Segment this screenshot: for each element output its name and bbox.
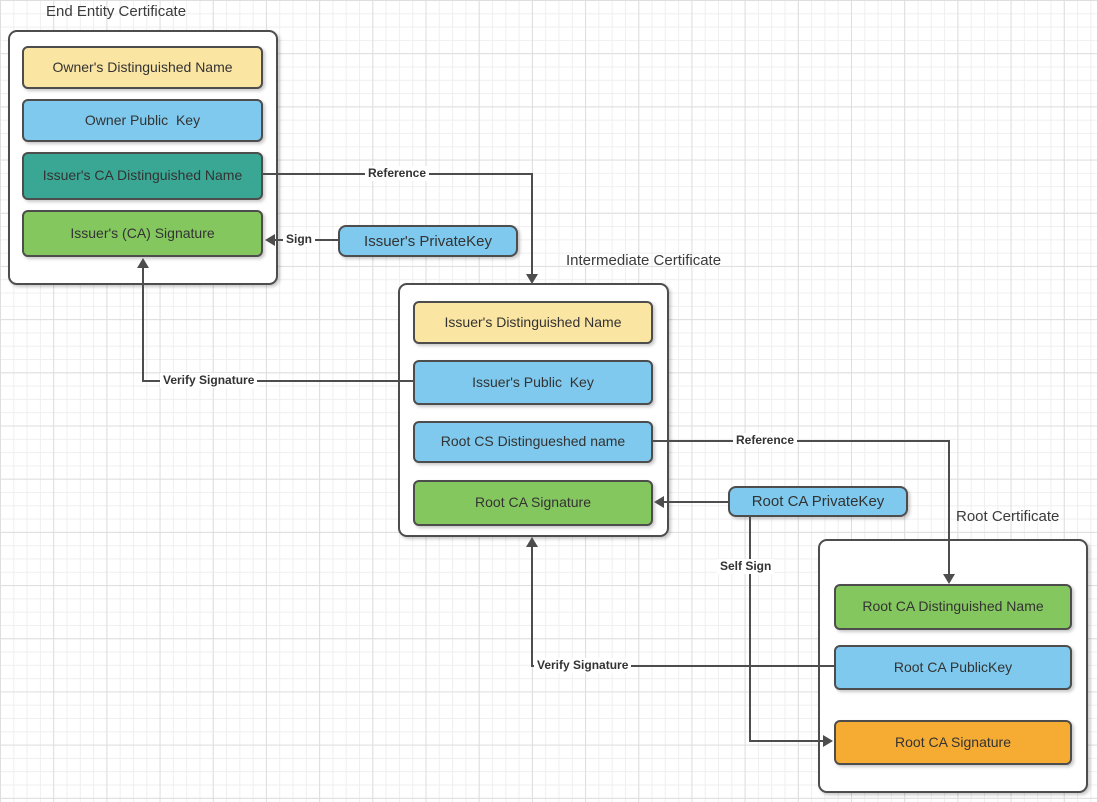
issuer-distinguished-name-field[interactable]: Issuer's Distinguished Name bbox=[413, 301, 653, 344]
root-certificate-title: Root Certificate bbox=[956, 508, 1060, 525]
reference-bottom-arrowhead-icon bbox=[943, 574, 955, 584]
reference-bottom-label: Reference bbox=[733, 433, 798, 448]
reference-top-line-v bbox=[531, 173, 533, 274]
verify-signature-bottom-line-h bbox=[531, 665, 834, 667]
root-private-key-sign-arrowhead-icon bbox=[654, 496, 664, 508]
verify-signature-bottom-line-v bbox=[531, 546, 533, 667]
root-private-key-sign-line-h bbox=[663, 501, 728, 503]
root-ca-signature-field[interactable]: Root CA Signature bbox=[834, 720, 1072, 765]
root-cs-distinguished-name-field[interactable]: Root CS Distingueshed name bbox=[413, 421, 653, 463]
self-sign-line-h bbox=[749, 740, 823, 742]
root-ca-distinguished-name-field[interactable]: Root CA Distinguished Name bbox=[834, 584, 1072, 630]
root-ca-private-key-box[interactable]: Root CA PrivateKey bbox=[728, 486, 908, 517]
owner-public-key-field[interactable]: Owner Public Key bbox=[22, 99, 263, 142]
issuer-public-key-field[interactable]: Issuer's Public Key bbox=[413, 360, 653, 405]
end-entity-certificate-title: End Entity Certificate bbox=[46, 3, 187, 20]
sign-arrowhead-icon bbox=[265, 234, 275, 246]
reference-top-label: Reference bbox=[365, 166, 430, 181]
issuer-ca-signature-field[interactable]: Issuer's (CA) Signature bbox=[22, 210, 263, 257]
reference-top-arrowhead-icon bbox=[526, 274, 538, 284]
issuer-ca-distinguished-name-field[interactable]: Issuer's CA Distinguished Name bbox=[22, 152, 263, 200]
self-sign-arrowhead-icon bbox=[823, 735, 833, 747]
intermediate-certificate-title: Intermediate Certificate bbox=[566, 252, 722, 269]
root-ca-signature-intermediate-field[interactable]: Root CA Signature bbox=[413, 480, 653, 526]
root-ca-public-key-field[interactable]: Root CA PublicKey bbox=[834, 645, 1072, 690]
verify-signature-bottom-arrowhead-icon bbox=[526, 537, 538, 547]
self-sign-label: Self Sign bbox=[717, 559, 775, 574]
reference-bottom-line-v bbox=[948, 440, 950, 574]
issuer-private-key-box[interactable]: Issuer's PrivateKey bbox=[338, 225, 518, 257]
reference-bottom-line-h bbox=[653, 440, 950, 442]
owner-distinguished-name-field[interactable]: Owner's Distinguished Name bbox=[22, 46, 263, 89]
verify-signature-top-arrowhead-icon bbox=[137, 258, 149, 268]
verify-signature-top-line-h bbox=[142, 380, 413, 382]
verify-signature-top-line-v bbox=[142, 267, 144, 382]
verify-signature-bottom-label: Verify Signature bbox=[534, 658, 632, 673]
verify-signature-top-label: Verify Signature bbox=[160, 373, 258, 388]
self-sign-line-v bbox=[749, 517, 751, 742]
sign-label: Sign bbox=[283, 232, 315, 247]
